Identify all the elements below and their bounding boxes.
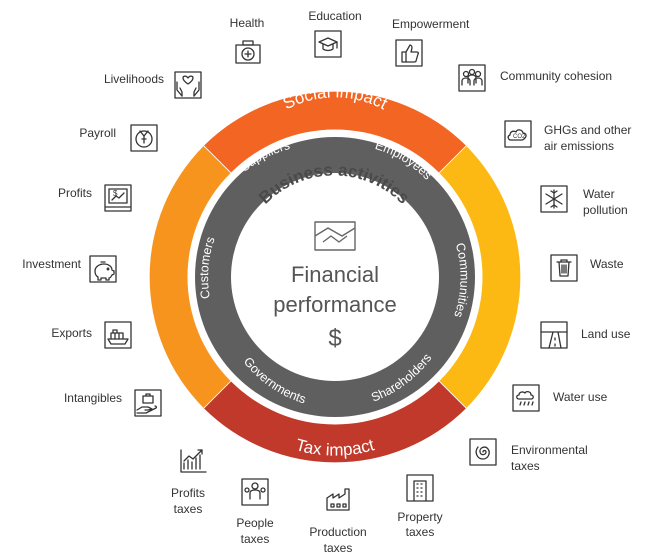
health-label: Health (229, 16, 265, 30)
co2-cloud-icon: CO2 (503, 119, 533, 149)
graduation-cap-icon (313, 29, 343, 59)
people-taxes-label-line2: taxes (240, 532, 270, 546)
profits-taxes-label-line1: Profits (170, 486, 205, 500)
rising-chart-icon (178, 445, 208, 475)
water-pollution-label-line1: Water (583, 187, 615, 201)
first-aid-kit-icon (233, 37, 263, 67)
education-label: Education (308, 9, 362, 23)
investment-label: Investment (22, 257, 81, 271)
waste-label: Waste (590, 257, 624, 271)
environmental-taxes-label-line2: taxes (511, 459, 540, 473)
property-taxes-label-line1: Property (397, 510, 443, 524)
thumbs-up-icon (394, 38, 424, 68)
payroll-coin-icon (129, 123, 159, 153)
co2-text: CO2 (513, 134, 526, 140)
ghgs-label-line1: GHGs and other (544, 123, 632, 137)
community-icon (457, 63, 487, 93)
hand-box-icon (133, 388, 163, 418)
water-pollution-label-line2: pollution (583, 203, 628, 217)
exports-label: Exports (51, 326, 92, 340)
laptop-dollar-icon: $ (103, 183, 133, 213)
community-cohesion-label: Community cohesion (500, 69, 613, 83)
center-circle (231, 173, 439, 381)
factory-icon (323, 483, 353, 513)
trash-bin-icon (549, 253, 579, 283)
land-use-label: Land use (581, 327, 631, 341)
performance-label: performance (273, 292, 397, 317)
profits-taxes-label-line2: taxes (173, 502, 203, 516)
svg-text:$: $ (113, 189, 118, 198)
intangibles-label: Intangibles (63, 391, 122, 405)
property-taxes-label-line2: taxes (405, 525, 435, 539)
livelihoods-label: Livelihoods (103, 72, 164, 86)
road-icon (539, 320, 569, 350)
payroll-label: Payroll (79, 126, 116, 140)
hands-heart-icon (173, 70, 203, 100)
building-icon (405, 473, 435, 503)
production-taxes-label-line1: Production (309, 525, 367, 539)
environmental-impact-segment (439, 146, 521, 408)
environmental-taxes-label-line1: Environmental (511, 443, 588, 457)
financial-label: Financial (291, 262, 379, 287)
social-impact-segment (204, 91, 466, 173)
people-icon (240, 477, 270, 507)
cargo-ship-icon (103, 320, 133, 350)
tax-impact-segment (204, 381, 466, 463)
swirl-icon (468, 437, 498, 467)
people-taxes-label-line1: People (236, 516, 274, 530)
rain-cloud-icon (511, 383, 541, 413)
piggy-bank-icon (88, 254, 118, 284)
economic-impact-segment (149, 146, 231, 408)
ghgs-label-line2: air emissions (544, 139, 615, 153)
water-use-label: Water use (553, 390, 608, 404)
handshake-icon (314, 221, 356, 251)
dollar-sign: $ (328, 325, 341, 352)
water-pollution-icon (539, 184, 569, 214)
production-taxes-label-line2: taxes (323, 541, 353, 555)
profits-label: Profits (57, 186, 92, 200)
empowerment-label: Empowerment (392, 17, 470, 31)
